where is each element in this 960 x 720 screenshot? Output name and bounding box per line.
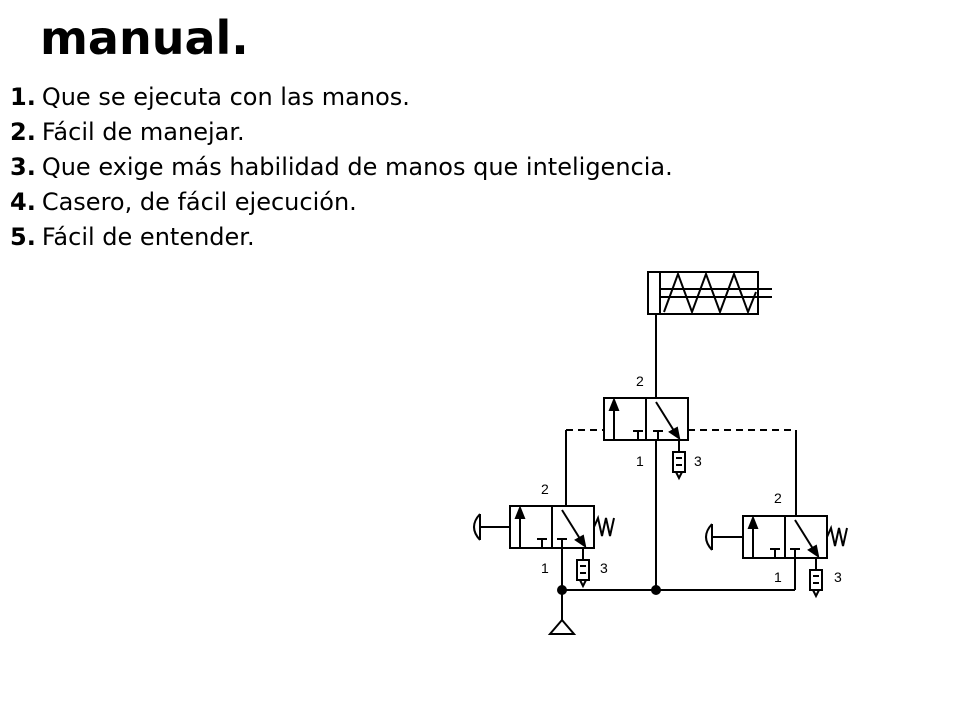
definition-number: 1. xyxy=(10,83,36,111)
silencer-icon xyxy=(576,559,590,581)
return-spring-icon xyxy=(826,524,848,547)
pressure-source-icon xyxy=(547,618,577,635)
junction-dot xyxy=(557,585,567,595)
push-button-icon xyxy=(705,523,713,551)
page-title: manual. xyxy=(40,11,249,65)
port-label-left-3: 3 xyxy=(600,560,608,576)
definition-text: Casero, de fácil ejecución. xyxy=(41,188,357,216)
cylinder-spring xyxy=(663,271,757,315)
definition-list: 1.Que se ejecuta con las manos. 2.Fácil … xyxy=(10,80,673,255)
silencer-tip xyxy=(812,589,820,599)
pilot-valve-top xyxy=(603,397,689,441)
push-button-valve-left xyxy=(473,505,615,549)
cylinder-barrel xyxy=(647,271,759,315)
arrow-head-icon xyxy=(514,505,526,519)
arrow-head-icon xyxy=(608,397,620,411)
definition-text: Fácil de entender. xyxy=(41,223,255,251)
silencer-icon xyxy=(809,569,823,591)
return-spring-icon xyxy=(593,514,615,537)
arrow-head-icon xyxy=(668,426,681,441)
definition-item: 5.Fácil de entender. xyxy=(10,220,673,255)
push-button-icon xyxy=(473,513,481,541)
definition-number: 5. xyxy=(10,223,36,251)
definition-item: 2.Fácil de manejar. xyxy=(10,115,673,150)
port-label-top-3: 3 xyxy=(694,453,702,469)
port-label-right-1: 1 xyxy=(774,569,782,585)
port-label-right-2: 2 xyxy=(774,490,782,506)
flow-arrow-diagonal xyxy=(794,519,816,553)
spring-return-cylinder xyxy=(647,271,772,315)
definition-item: 3.Que exige más habilidad de manos que i… xyxy=(10,150,673,185)
definition-number: 3. xyxy=(10,153,36,181)
arrow-head-icon xyxy=(807,544,820,559)
silencer-tip xyxy=(675,471,683,481)
arrow-head-icon xyxy=(574,534,587,549)
push-button-valve-right xyxy=(705,515,848,559)
definition-number: 2. xyxy=(10,118,36,146)
flow-arrow-diagonal xyxy=(561,509,583,543)
port-label-left-2: 2 xyxy=(541,481,549,497)
definition-item: 4.Casero, de fácil ejecución. xyxy=(10,185,673,220)
port-label-top-1: 1 xyxy=(636,453,644,469)
silencer-icon xyxy=(672,451,686,473)
silencer-tip xyxy=(579,579,587,589)
port-label-left-1: 1 xyxy=(541,560,549,576)
definition-text: Fácil de manejar. xyxy=(41,118,245,146)
port-label-top-2: 2 xyxy=(636,373,644,389)
arrow-head-icon xyxy=(747,515,759,529)
junction-dot xyxy=(651,585,661,595)
definition-text: Que se ejecuta con las manos. xyxy=(41,83,410,111)
port-label-right-3: 3 xyxy=(834,569,842,585)
definition-item: 1.Que se ejecuta con las manos. xyxy=(10,80,673,115)
definition-number: 4. xyxy=(10,188,36,216)
definition-text: Que exige más habilidad de manos que int… xyxy=(41,153,673,181)
flow-arrow-diagonal xyxy=(655,401,677,435)
